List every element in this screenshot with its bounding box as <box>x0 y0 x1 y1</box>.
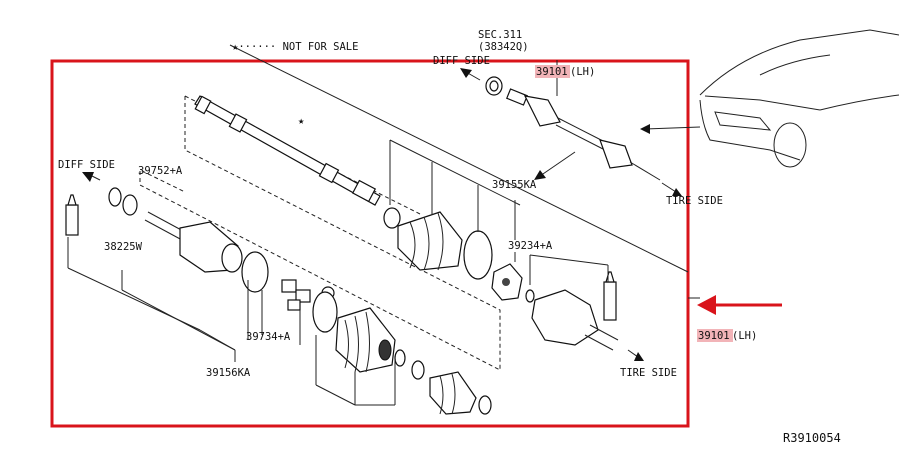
diff-side-left-label: DIFF SIDE <box>58 159 115 171</box>
part-39156-label: 39156KA <box>206 367 251 379</box>
part-39234-label: 39234+A <box>508 240 553 252</box>
assembly-overview <box>485 60 661 181</box>
leader-line <box>229 44 689 273</box>
outer-joint <box>491 263 619 351</box>
sec-sub-label: (38342Q) <box>478 41 529 53</box>
tire-side-right-label: TIRE SIDE <box>666 195 723 207</box>
part-39752-label: 39752+A <box>138 165 183 177</box>
part-side-right: (LH) <box>732 330 757 342</box>
part-number-top: 39101 <box>536 66 568 78</box>
not-for-sale-label: ★······ NOT FOR SALE <box>232 41 358 53</box>
part-highlight <box>535 65 570 78</box>
sec-label: SEC.311 <box>478 29 522 41</box>
spider-assembly <box>281 279 338 333</box>
outer-small-boot <box>429 371 492 415</box>
highlight-frame <box>50 59 690 428</box>
inner-boot <box>335 307 425 380</box>
star-marker: ★ <box>298 115 305 127</box>
grease-tube-left <box>65 194 79 236</box>
vehicle-illustration <box>699 29 899 168</box>
drive-shaft <box>194 95 381 206</box>
part-39734-label: 39734+A <box>246 331 291 343</box>
pointer-arrow <box>697 295 782 315</box>
part-number-right: 39101 <box>698 330 730 342</box>
diff-side-top-label: DIFF SIDE <box>433 55 490 67</box>
tire-side-bottom-label: TIRE SIDE <box>620 367 677 379</box>
direction-arrows <box>82 68 701 361</box>
part-39155-label: 39155KA <box>492 179 537 191</box>
clip-39752 <box>108 187 138 216</box>
leader-lines <box>67 139 609 406</box>
part-side-top: (LH) <box>570 66 595 78</box>
part-highlight <box>697 329 733 342</box>
diagram-id-label: R3910054 <box>783 431 841 445</box>
part-38225-label: 38225W <box>104 241 143 253</box>
outer-boot-upper <box>383 207 493 280</box>
inner-joint-housing <box>144 211 269 293</box>
